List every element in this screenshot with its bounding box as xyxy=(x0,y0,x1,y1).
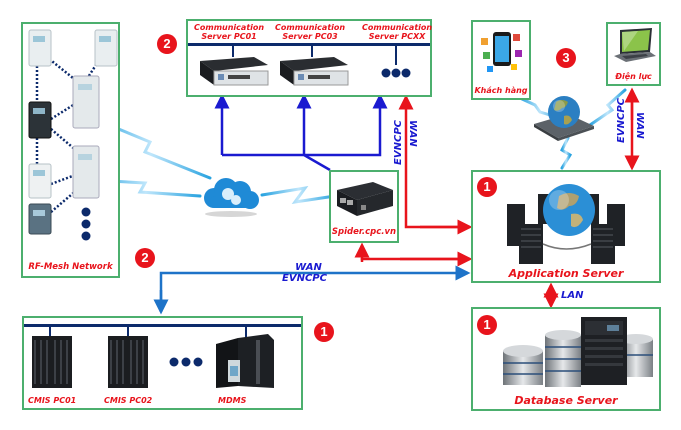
rf-mesh-network-label: RF-Mesh Network xyxy=(28,262,113,272)
cmis-pc02-icon xyxy=(108,336,148,388)
spider-gateway-icon xyxy=(337,182,393,216)
comm-to-spider-link xyxy=(214,93,388,172)
wireless-meter1-to-cloud xyxy=(90,116,212,180)
wan-top-label: EVNCPC xyxy=(393,120,404,165)
comm-server-pc03-label: Communication Server PC03 xyxy=(275,23,345,41)
backend-servers-badge: 1 xyxy=(314,322,334,342)
wan-top-label-line1: WAN xyxy=(407,120,418,147)
wan-top-line1: WAN xyxy=(407,120,418,147)
internet-cloud-icon xyxy=(204,178,259,217)
comm-bus-line xyxy=(188,43,430,46)
smart-meters-icon xyxy=(28,29,118,241)
mdms-icon xyxy=(216,334,274,388)
database-server-box: Database Server xyxy=(471,307,661,411)
wan-bottom-label: WAN EVNCPC xyxy=(282,262,327,284)
comm-server-pcxx-label: Communication Server PCXX xyxy=(362,23,432,41)
mdms-label: MDMS xyxy=(218,396,247,405)
comm-server-devices xyxy=(200,45,411,86)
backend-to-app-wan-link xyxy=(153,265,471,315)
more-comm-servers-icon xyxy=(381,68,411,78)
smartphone-apps-icon xyxy=(481,32,522,72)
laptop-icon xyxy=(614,28,656,62)
comm-server-pc01-label: Communication Server PC01 xyxy=(194,23,264,41)
rf-mesh-network-box: RF-Mesh Network xyxy=(21,22,120,278)
application-servers-icon xyxy=(507,184,625,264)
wan-top-line2: EVNCPC xyxy=(393,120,404,165)
comm-servers-badge: 2 xyxy=(157,34,177,54)
power-company-box: Điện lực xyxy=(606,22,661,86)
database-server-label: Database Server xyxy=(514,394,618,407)
application-server-box: Application Server xyxy=(471,170,661,283)
customer-box: Khách hàng xyxy=(471,20,531,100)
spider-gateway-label: Spider.cpc.vn xyxy=(331,227,397,237)
spider-to-app-link xyxy=(354,242,473,267)
application-server-label: Application Server xyxy=(508,267,624,280)
comm-server-pc03-line1: Communication xyxy=(275,23,346,32)
comm-server-pcxx-line2: Server PCXX xyxy=(368,32,426,41)
clients-badge: 3 xyxy=(556,48,576,68)
cmis-pc02-label: CMIS PC02 xyxy=(104,396,153,405)
cmis-pc01-icon xyxy=(32,336,72,388)
wan-right-line2: EVNCPC xyxy=(616,98,627,143)
comm-server-pc03-icon xyxy=(280,57,349,86)
backend-servers-box: CMIS PC01 CMIS PC02 MDMS xyxy=(22,316,303,410)
wan-bottom-line1: WAN xyxy=(295,262,322,273)
comm-server-pc01-line2: Server PC01 xyxy=(201,32,257,41)
wan-right-line1: WAN xyxy=(634,112,645,139)
wireless-globe-to-app xyxy=(560,136,573,170)
db-server-badge: 1 xyxy=(477,315,497,335)
backend-server-devices xyxy=(32,326,274,388)
wan-bottom-line2: EVNCPC xyxy=(282,273,327,284)
comm-server-pc03-line2: Server PC03 xyxy=(282,32,338,41)
power-company-label: Điện lực xyxy=(615,72,652,81)
rf-mesh-badge: 2 xyxy=(135,248,155,268)
lan-label: LAN xyxy=(561,290,584,301)
wireless-cloud-to-spider xyxy=(260,185,337,205)
customer-label: Khách hàng xyxy=(474,86,528,95)
cmis-pc01-label: CMIS PC01 xyxy=(28,396,77,405)
comm-server-pcxx-line1: Communication xyxy=(362,23,433,32)
wireless-powerco-to-globe xyxy=(588,88,627,127)
more-backend-servers-icon xyxy=(169,357,203,367)
wan-right-label-line1: WAN xyxy=(634,112,645,139)
database-servers-icon xyxy=(503,317,653,387)
comm-server-pc01-line1: Communication xyxy=(194,23,265,32)
comm-to-app-wan-link xyxy=(398,94,473,235)
internet-globe-icon xyxy=(534,96,594,141)
comm-server-pc01-icon xyxy=(200,57,269,86)
app-server-badge: 1 xyxy=(477,177,497,197)
communication-servers-box: Communication Server PC01 Communication … xyxy=(186,19,432,97)
wan-right-label: EVNCPC xyxy=(616,98,627,143)
backend-bus-line xyxy=(24,324,301,327)
spider-gateway-box: Spider.cpc.vn xyxy=(329,170,399,243)
